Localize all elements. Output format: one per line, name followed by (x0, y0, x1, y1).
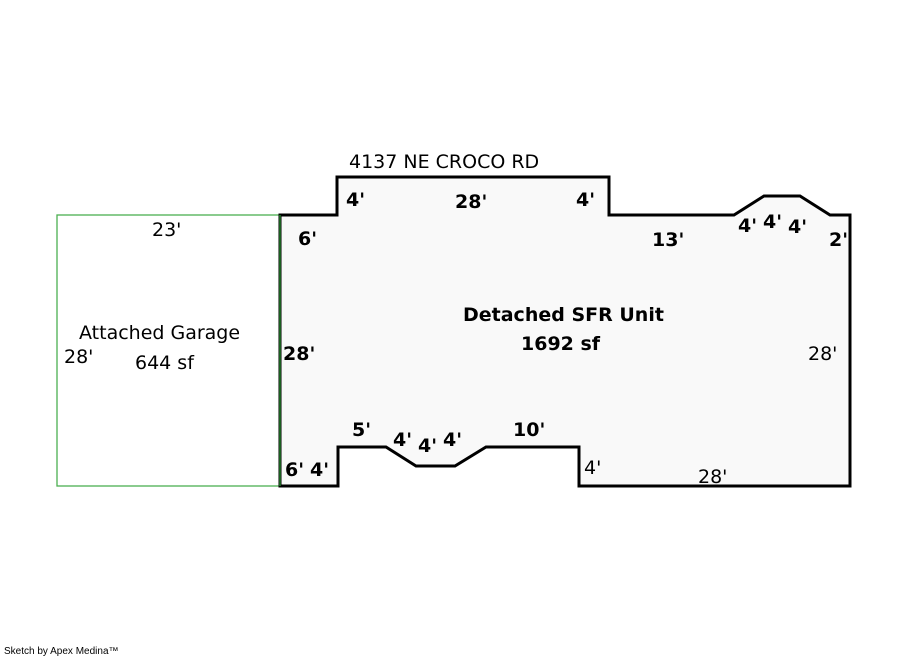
dim-label: 5' (352, 419, 371, 441)
garage-area: 644 sf (135, 352, 195, 374)
dim-label: 28' (283, 343, 315, 365)
dim-label: 4' (310, 459, 329, 481)
dim-label: 4' (346, 189, 365, 211)
dim-label: 28' (455, 191, 487, 213)
dim-label: 4' (393, 429, 412, 451)
dim-label: 4' (788, 216, 807, 238)
garage-dim-left: 28' (64, 346, 93, 368)
dim-label: 28' (698, 466, 727, 488)
sketch-credit: Sketch by Apex Medina™ (4, 646, 119, 657)
dim-label: 6' (298, 228, 317, 250)
building-outline (278, 175, 852, 488)
dim-label: 4' (763, 211, 782, 233)
garage-outline (56, 214, 281, 487)
dim-label: 28' (808, 343, 837, 365)
building-area: 1692 sf (521, 333, 601, 355)
dim-label: 6' (285, 459, 304, 481)
dim-label: 4' (584, 457, 601, 479)
dim-label: 4' (443, 429, 462, 451)
dim-label: 4' (738, 215, 757, 237)
garage-dim-top: 23' (152, 219, 181, 241)
dim-label: 10' (513, 419, 545, 441)
dim-label: 13' (652, 229, 684, 251)
dim-label: 4' (418, 435, 437, 457)
address-label: 4137 NE CROCO RD (349, 151, 539, 173)
dim-label: 2' (829, 229, 848, 251)
dim-label: 4' (576, 189, 595, 211)
garage-name: Attached Garage (79, 322, 240, 344)
building-name: Detached SFR Unit (463, 304, 664, 326)
